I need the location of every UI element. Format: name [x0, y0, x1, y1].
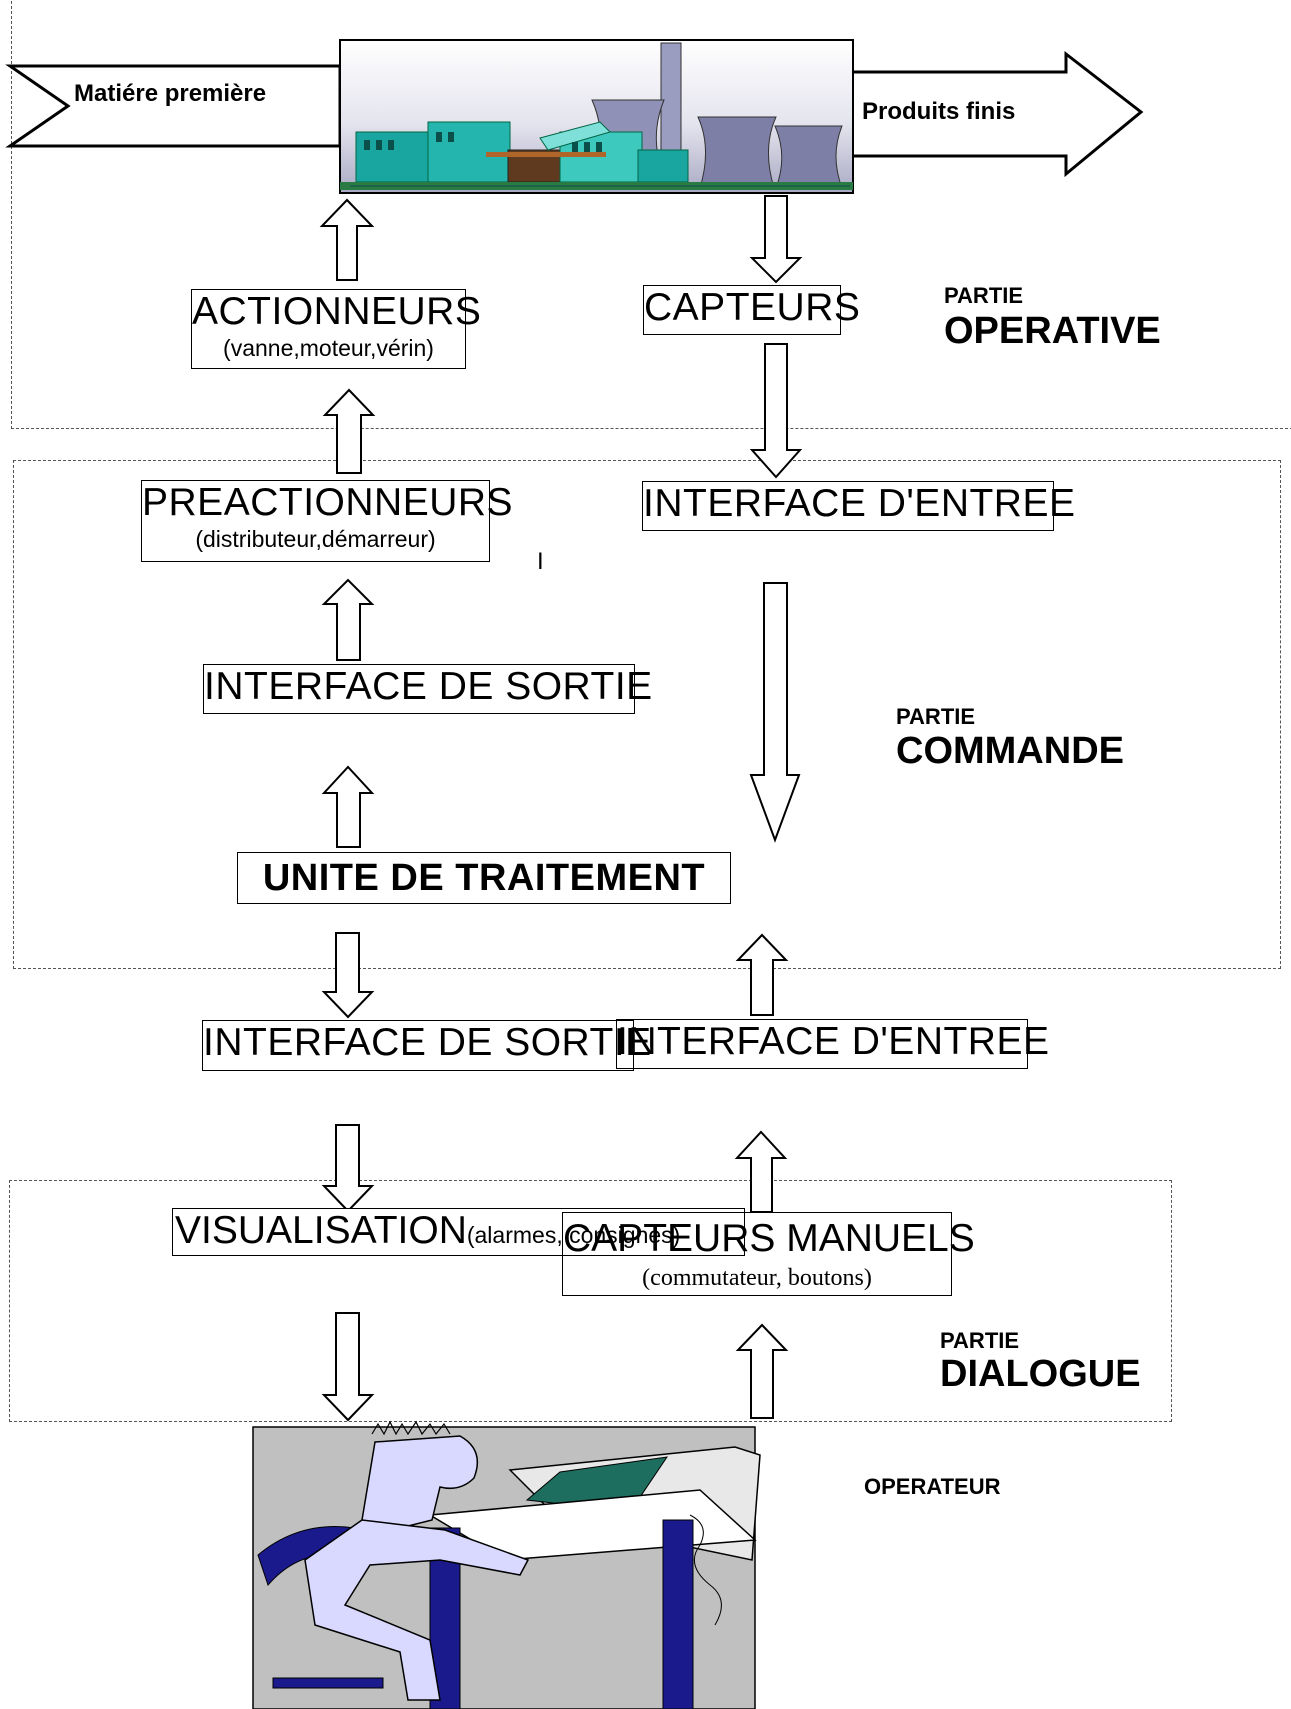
- capteurs-block: CAPTEURS: [643, 285, 861, 335]
- interface-entree-title: INTERFACE D'ENTREE: [643, 482, 1076, 525]
- unite-traitement-block: UNITE DE TRAITEMENT: [237, 852, 731, 904]
- factory-image: [339, 39, 854, 194]
- output-flow-arrow: [850, 50, 1144, 178]
- operator-label: OPERATEUR: [864, 1474, 1001, 1499]
- preactionneurs-title: PREACTIONNEURS: [142, 481, 514, 524]
- arrow-down-from-factory: [749, 195, 803, 284]
- operator-image: [252, 1420, 761, 1709]
- input-flow-arrow: [5, 64, 342, 148]
- interface-entree-2-block: INTERFACE D'ENTREE: [616, 1019, 1050, 1069]
- interface-sortie-title: INTERFACE DE SORTIE: [204, 665, 653, 708]
- visualisation-block: VISUALISATION(alarmes, consignes): [172, 1208, 745, 1256]
- visualisation-detail: (alarmes, consignes): [466, 1222, 681, 1248]
- capteurs-manuels-title: CAPTEURS MANUELS: [563, 1217, 975, 1260]
- arrow-down-from-unite: [321, 932, 375, 1019]
- interface-entree-block: INTERFACE D'ENTREE: [642, 481, 1076, 531]
- capteurs-title: CAPTEURS: [644, 286, 861, 329]
- unite-traitement-title: UNITE DE TRAITEMENT: [262, 857, 706, 899]
- arrow-up-to-factory: [319, 198, 375, 281]
- visualisation-title: VISUALISATION: [175, 1209, 467, 1252]
- operative-zone-label-top: PARTIE: [944, 283, 1024, 308]
- arrow-down-to-visualisation: [321, 1124, 375, 1213]
- actionneurs-block: ACTIONNEURS (vanne,moteur,vérin): [191, 289, 482, 369]
- actionneurs-title: ACTIONNEURS: [192, 290, 482, 333]
- arrow-up-to-preactionneurs: [321, 578, 375, 661]
- dialogue-zone-label: DIALOGUE: [940, 1353, 1141, 1395]
- arrow-down-to-operateur: [321, 1312, 375, 1422]
- commande-zone-label: COMMANDE: [896, 730, 1124, 772]
- arrow-up-to-interface-entree-2: [734, 1130, 788, 1213]
- preactionneurs-detail: (distributeur,démarreur): [195, 526, 436, 552]
- commande-zone-label-top: PARTIE: [896, 704, 976, 729]
- capteurs-manuels-block: CAPTEURS MANUELS (commutateur, boutons): [562, 1212, 975, 1296]
- input-material-label: Matiére première: [74, 80, 267, 107]
- actionneurs-detail: (vanne,moteur,vérin): [223, 335, 434, 361]
- arrow-up-to-actionneurs: [322, 388, 376, 474]
- arrow-up-to-capteurs-manuels: [735, 1323, 789, 1419]
- preactionneurs-block: PREACTIONNEURS (distributeur,démarreur): [141, 480, 514, 562]
- output-product-label: Produits finis: [862, 98, 1016, 125]
- zone-dialogue: [9, 1180, 1172, 1422]
- capteurs-manuels-detail: (commutateur, boutons): [642, 1265, 872, 1291]
- arrow-down-to-unite: [749, 582, 801, 843]
- operative-zone-label: OPERATIVE: [944, 310, 1161, 352]
- arrow-up-to-interface-sortie: [321, 765, 375, 848]
- zone-commande: [13, 460, 1281, 969]
- interface-sortie-2-title: INTERFACE DE SORTIE: [203, 1021, 652, 1064]
- interface-sortie-block: INTERFACE DE SORTIE: [203, 664, 653, 714]
- dialogue-zone-label-top: PARTIE: [940, 1328, 1020, 1353]
- zone-operative: [11, 0, 1291, 429]
- arrow-down-from-capteurs: [749, 343, 803, 479]
- stray-mark: I: [537, 548, 544, 575]
- arrow-up-to-unite: [735, 933, 789, 1016]
- interface-sortie-2-block: INTERFACE DE SORTIE: [202, 1020, 652, 1071]
- interface-entree-2-title: INTERFACE D'ENTREE: [617, 1020, 1050, 1063]
